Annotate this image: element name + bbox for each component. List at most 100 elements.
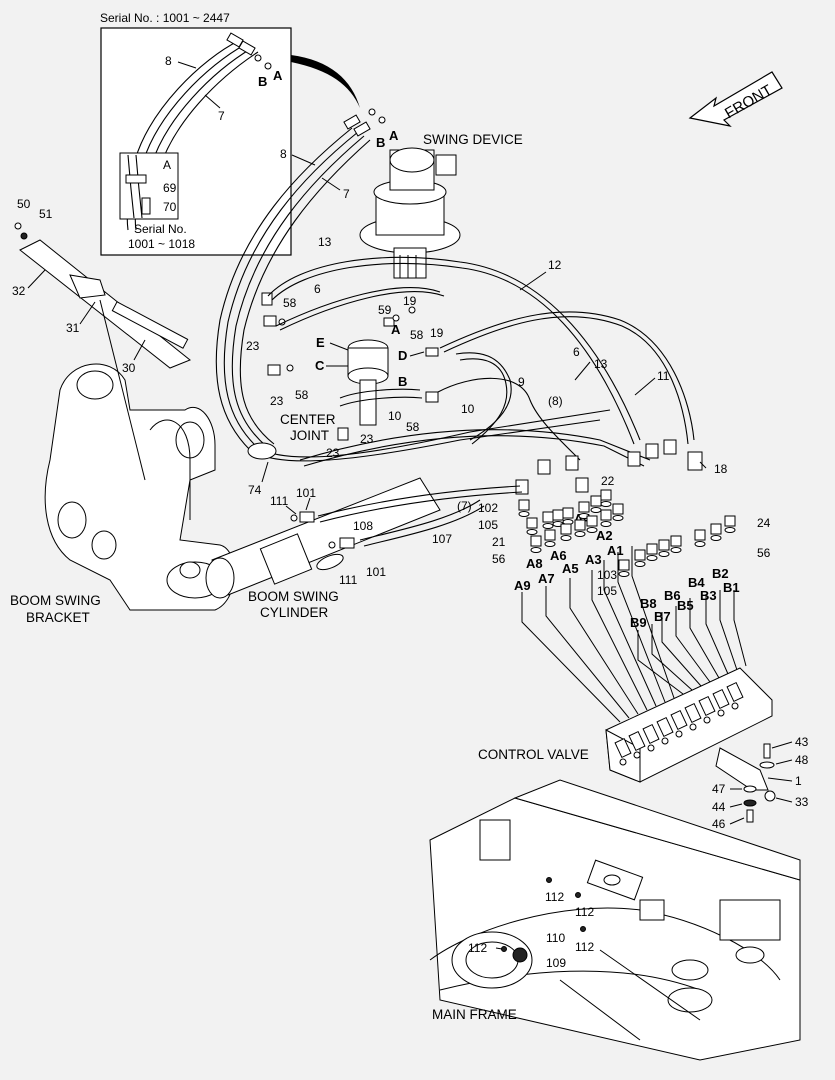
callout-A9: A9 xyxy=(514,578,531,593)
callout-A2: A2 xyxy=(596,528,613,543)
callout-8-inset: 8 xyxy=(165,54,172,68)
callout-110: 110 xyxy=(546,931,565,945)
callout-9: 9 xyxy=(518,375,525,389)
callout-31: 31 xyxy=(66,321,80,335)
callout-112-b: 112 xyxy=(575,905,594,919)
callout-58-d: 10 xyxy=(388,409,402,423)
callout-A-center: A xyxy=(391,322,401,337)
callout-112-c: 112 xyxy=(575,940,594,954)
hoses-8-7: 8 7 B A xyxy=(215,108,399,451)
callout-A-inset: A xyxy=(273,68,283,83)
callout-12: 12 xyxy=(548,258,562,272)
callout-46: 46 xyxy=(712,817,726,831)
callout-7: 7 xyxy=(343,187,350,201)
callout-D: D xyxy=(398,348,407,363)
callout-109: 109 xyxy=(546,956,566,970)
callout-B5: B5 xyxy=(677,598,694,613)
center-joint-title-1: CENTER xyxy=(280,412,336,427)
callout-32: 32 xyxy=(12,284,26,298)
main-frame: 112 112 110 112 112 109 MAIN FRAME xyxy=(429,779,801,1061)
callout-58-a: 58 xyxy=(283,296,297,310)
callout-22: 22 xyxy=(601,474,615,488)
boom-swing-cylinder-title-1: BOOM SWING xyxy=(248,589,339,604)
control-valve-title: CONTROL VALVE xyxy=(478,747,589,762)
sub-serial-label: Serial No. xyxy=(134,222,187,236)
callout-B-inset: B xyxy=(258,74,267,89)
callout-11: 11 xyxy=(657,369,670,383)
callout-56-b: 56 xyxy=(757,546,771,560)
callout-6-b: 6 xyxy=(573,345,580,359)
swing-device: SWING DEVICE xyxy=(359,132,523,279)
control-valve: CONTROL VALVE xyxy=(478,667,773,783)
callout-43: 43 xyxy=(795,735,809,749)
callout-C: C xyxy=(315,358,325,373)
callout-19-b: 19 xyxy=(430,326,444,340)
boom-swing-bracket: BOOM SWING BRACKET xyxy=(10,363,235,625)
callout-56-a: 56 xyxy=(492,552,506,566)
callout-B3: B3 xyxy=(700,588,717,603)
callout-B-center: B xyxy=(398,374,407,389)
callout-B-swing: B xyxy=(376,135,385,150)
callout-51: 51 xyxy=(39,207,53,221)
callout-A1: A1 xyxy=(607,543,624,558)
callout-B8: B8 xyxy=(640,596,657,611)
callout-74: 74 xyxy=(248,483,262,497)
callout-23-b: 23 xyxy=(270,394,284,408)
valve-port-labels: 102 105 21 56 A4 A2 A1 A8 A6 A3 A9 A7 A5… xyxy=(478,501,771,630)
callout-8-paren: (8) xyxy=(548,394,563,408)
main-frame-title: MAIN FRAME xyxy=(432,1007,517,1022)
callout-A7: A7 xyxy=(538,571,555,586)
center-joint-title-2: JOINT xyxy=(290,428,329,443)
callout-101-b: 101 xyxy=(366,565,386,579)
callout-23-c: 58 xyxy=(406,420,420,434)
boom-swing-cylinder-title-2: CYLINDER xyxy=(260,605,329,620)
callout-B4: B4 xyxy=(688,575,705,590)
callout-58-c: 58 xyxy=(295,388,309,402)
callout-112-a: 112 xyxy=(545,890,564,904)
callout-19-a: 19 xyxy=(403,294,417,308)
swing-device-title: SWING DEVICE xyxy=(423,132,523,147)
callout-B6: B6 xyxy=(664,588,681,603)
callout-112-d: 112 xyxy=(468,941,487,955)
callout-7-paren: (7) xyxy=(457,499,472,513)
callout-101-a: 101 xyxy=(296,486,316,500)
callout-B2: B2 xyxy=(712,566,729,581)
callout-A-swing: A xyxy=(389,128,399,143)
callout-24: 24 xyxy=(757,516,771,530)
callout-47: 47 xyxy=(712,782,726,796)
callout-A3: A3 xyxy=(585,552,602,567)
callout-50: 50 xyxy=(17,197,31,211)
callout-10: 10 xyxy=(461,402,475,416)
callout-21: 21 xyxy=(492,535,506,549)
callout-18: 18 xyxy=(714,462,728,476)
hose-routing: 13 6 12 9 6 13 11 (8) 10 xyxy=(267,235,695,467)
clamp-assembly: 50 51 32 31 30 xyxy=(12,197,191,481)
callout-105-b: 105 xyxy=(597,584,617,598)
cylinder-hoses: 111 101 108 107 111 101 xyxy=(270,485,523,587)
port-fittings xyxy=(518,489,736,577)
boom-swing-bracket-title-2: BRACKET xyxy=(26,610,90,625)
serial-inset: Serial No. : 1001 ~ 2447 A 69 70 Serial … xyxy=(100,11,292,256)
callout-1: 1 xyxy=(795,774,802,788)
callout-6-a: 6 xyxy=(314,282,321,296)
callout-B9: B9 xyxy=(630,615,647,630)
callout-107: 107 xyxy=(432,532,452,546)
callout-7-inset: 7 xyxy=(218,109,225,123)
link-arrow xyxy=(291,55,360,108)
callout-59: 59 xyxy=(378,303,392,317)
callout-58-b: 58 xyxy=(410,328,424,342)
callout-105-a: 105 xyxy=(478,518,498,532)
serial-range-label: Serial No. : 1001 ~ 2447 xyxy=(100,11,230,25)
boom-swing-bracket-title-1: BOOM SWING xyxy=(10,593,101,608)
callout-E: E xyxy=(316,335,325,350)
callout-102: 102 xyxy=(478,501,498,515)
callout-33: 33 xyxy=(795,795,809,809)
center-joint: CENTER JOINT xyxy=(280,339,423,443)
upper-fittings: 18 (7) 22 xyxy=(457,439,728,513)
front-arrow: FRONT xyxy=(688,71,783,127)
callout-71: A xyxy=(163,158,171,172)
callout-8: 8 xyxy=(280,147,287,161)
sub-serial-range: 1001 ~ 1018 xyxy=(128,237,195,251)
callout-23-a: 23 xyxy=(246,339,260,353)
